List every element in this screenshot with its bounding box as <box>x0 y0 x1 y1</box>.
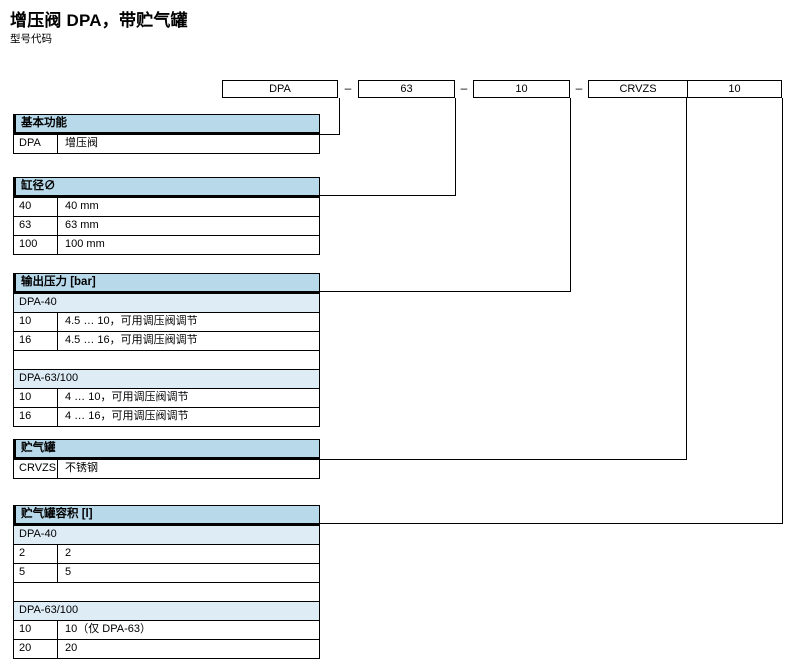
desc-cell: 4.5 … 16，可用调压阀调节 <box>65 334 198 346</box>
group-label: DPA-63/100 <box>13 370 320 389</box>
code-box-pressure: 10 <box>473 80 570 98</box>
group-label: DPA-40 <box>13 294 320 313</box>
desc-cell: 20 <box>65 642 78 654</box>
code-cell: 10 <box>14 621 58 639</box>
desc-cell: 40 mm <box>65 200 99 212</box>
separator-row <box>13 583 320 602</box>
table-row: 10 10（仅 DPA-63） <box>13 621 320 640</box>
code-separator: – <box>575 81 583 95</box>
code-cell: 10 <box>14 313 58 331</box>
page-subtitle: 型号代码 <box>10 33 52 45</box>
desc-cell: 100 mm <box>65 238 105 250</box>
table-bore: 缸径∅ 40 40 mm 63 63 mm 100 100 mm <box>13 177 320 255</box>
table-row: 5 5 <box>13 564 320 583</box>
table-header: 贮气罐容积 [l] <box>13 505 320 526</box>
code-cell: 63 <box>14 217 58 235</box>
table-header: 缸径∅ <box>13 177 320 198</box>
code-cell: CRVZS <box>14 460 58 478</box>
desc-cell: 4 … 16，可用调压阀调节 <box>65 410 189 422</box>
table-row: 16 4 … 16，可用调压阀调节 <box>13 408 320 427</box>
code-cell: 20 <box>14 640 58 658</box>
desc-cell: 10（仅 DPA-63） <box>65 623 151 635</box>
code-cell: DPA <box>14 135 58 153</box>
code-box-crvzs: CRVZS <box>619 83 657 95</box>
connector-basic-function <box>319 98 340 135</box>
table-row: 100 100 mm <box>13 236 320 255</box>
desc-cell: 4 … 10，可用调压阀调节 <box>65 391 189 403</box>
code-box-dpa: DPA <box>222 80 338 98</box>
table-row: 2 2 <box>13 545 320 564</box>
connector-bore <box>319 98 456 196</box>
table-row: CRVZS 不锈钢 <box>13 460 320 479</box>
table-row: 63 63 mm <box>13 217 320 236</box>
code-box-volume: 10 <box>687 81 781 97</box>
table-basic-function: 基本功能 DPA 增压阀 <box>13 114 320 154</box>
connector-output-pressure <box>319 98 571 292</box>
connector-reservoir <box>319 98 687 460</box>
code-separator: – <box>460 81 468 95</box>
code-cell: 2 <box>14 545 58 563</box>
code-box-label: 63 <box>400 83 413 95</box>
table-reservoir: 贮气罐 CRVZS 不锈钢 <box>13 439 320 479</box>
desc-cell: 5 <box>65 566 72 578</box>
code-box-label: DPA <box>269 83 291 95</box>
code-cell: 16 <box>14 408 58 426</box>
group-label: DPA-63/100 <box>13 602 320 621</box>
table-header: 贮气罐 <box>13 439 320 460</box>
table-row: 10 4.5 … 10，可用调压阀调节 <box>13 313 320 332</box>
code-box-bore: 63 <box>358 80 455 98</box>
table-header: 输出压力 [bar] <box>13 273 320 294</box>
code-cell: 100 <box>14 236 58 254</box>
code-cell: 40 <box>14 198 58 216</box>
table-header: 基本功能 <box>13 114 320 135</box>
desc-cell: 不锈钢 <box>65 462 98 474</box>
separator-row <box>13 351 320 370</box>
table-reservoir-volume: 贮气罐容积 [l] DPA-40 2 2 5 5 DPA-63/100 10 1… <box>13 505 320 659</box>
desc-cell: 63 mm <box>65 219 99 231</box>
desc-cell: 2 <box>65 547 72 559</box>
table-row: 10 4 … 10，可用调压阀调节 <box>13 389 320 408</box>
desc-cell: 4.5 … 10，可用调压阀调节 <box>65 315 198 327</box>
table-output-pressure: 输出压力 [bar] DPA-40 10 4.5 … 10，可用调压阀调节 16… <box>13 273 320 427</box>
desc-cell: 增压阀 <box>65 137 98 149</box>
connector-reservoir-volume <box>319 98 783 524</box>
group-label: DPA-40 <box>13 526 320 545</box>
code-cell: 16 <box>14 332 58 350</box>
table-row: DPA 增压阀 <box>13 135 320 154</box>
table-row: 16 4.5 … 16，可用调压阀调节 <box>13 332 320 351</box>
code-cell: 10 <box>14 389 58 407</box>
table-row: 40 40 mm <box>13 198 320 217</box>
code-separator: – <box>344 81 352 95</box>
code-box-reservoir-group: CRVZS 10 <box>588 80 782 98</box>
page-title: 增压阀 DPA，带贮气罐 <box>10 11 188 30</box>
code-cell: 5 <box>14 564 58 582</box>
table-row: 20 20 <box>13 640 320 659</box>
code-box-label: 10 <box>515 83 528 95</box>
